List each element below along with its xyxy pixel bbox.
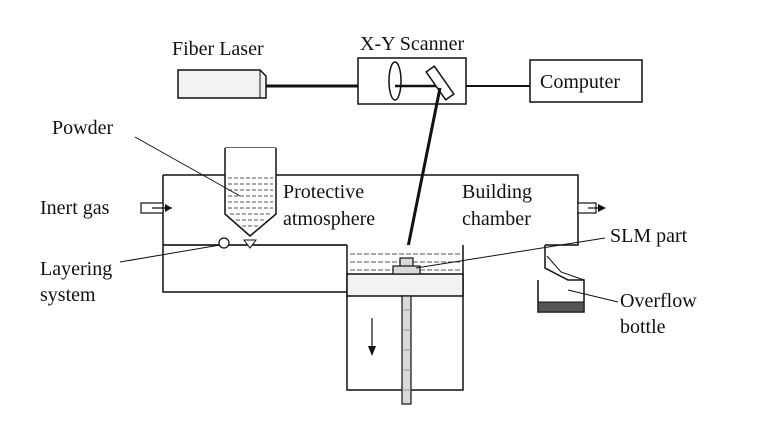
inert-gas-label: Inert gas <box>40 197 110 219</box>
powder-hopper <box>224 147 277 249</box>
fiber-laser-label: Fiber Laser <box>172 38 264 60</box>
scanner-lens <box>388 61 402 101</box>
powder-label: Powder <box>52 117 113 139</box>
slm-part <box>392 257 421 275</box>
powder-leader <box>134 136 241 197</box>
overflow-bottle <box>537 245 585 313</box>
protective-label-1: Protective <box>283 181 364 203</box>
gas-outlet <box>577 202 606 214</box>
computer-box <box>529 59 643 103</box>
layering-label-2: system <box>40 284 96 306</box>
xy-scanner-label: X-Y Scanner <box>360 33 465 55</box>
slm-part-leader <box>415 237 606 269</box>
overflow-leader <box>567 289 619 303</box>
overflow-label-2: bottle <box>620 316 666 338</box>
slm-part-label: SLM part <box>610 225 688 247</box>
overflow-label-1: Overflow <box>620 290 697 312</box>
deflected-beam <box>404 87 442 258</box>
layering-leader <box>119 244 221 263</box>
layering-label-1: Layering <box>40 258 112 280</box>
protective-label-2: atmosphere <box>283 208 375 230</box>
xy-scanner <box>357 57 467 105</box>
fiber-laser <box>177 69 267 99</box>
recoater-roller <box>218 237 230 249</box>
inert-gas-inlet <box>140 202 172 214</box>
computer-label: Computer <box>540 71 620 93</box>
building-label-1: Building <box>462 181 532 203</box>
chamber-left-bottom <box>162 175 347 293</box>
build-cylinder <box>346 245 464 405</box>
building-label-2: chamber <box>462 208 531 230</box>
build-platform <box>346 273 464 297</box>
